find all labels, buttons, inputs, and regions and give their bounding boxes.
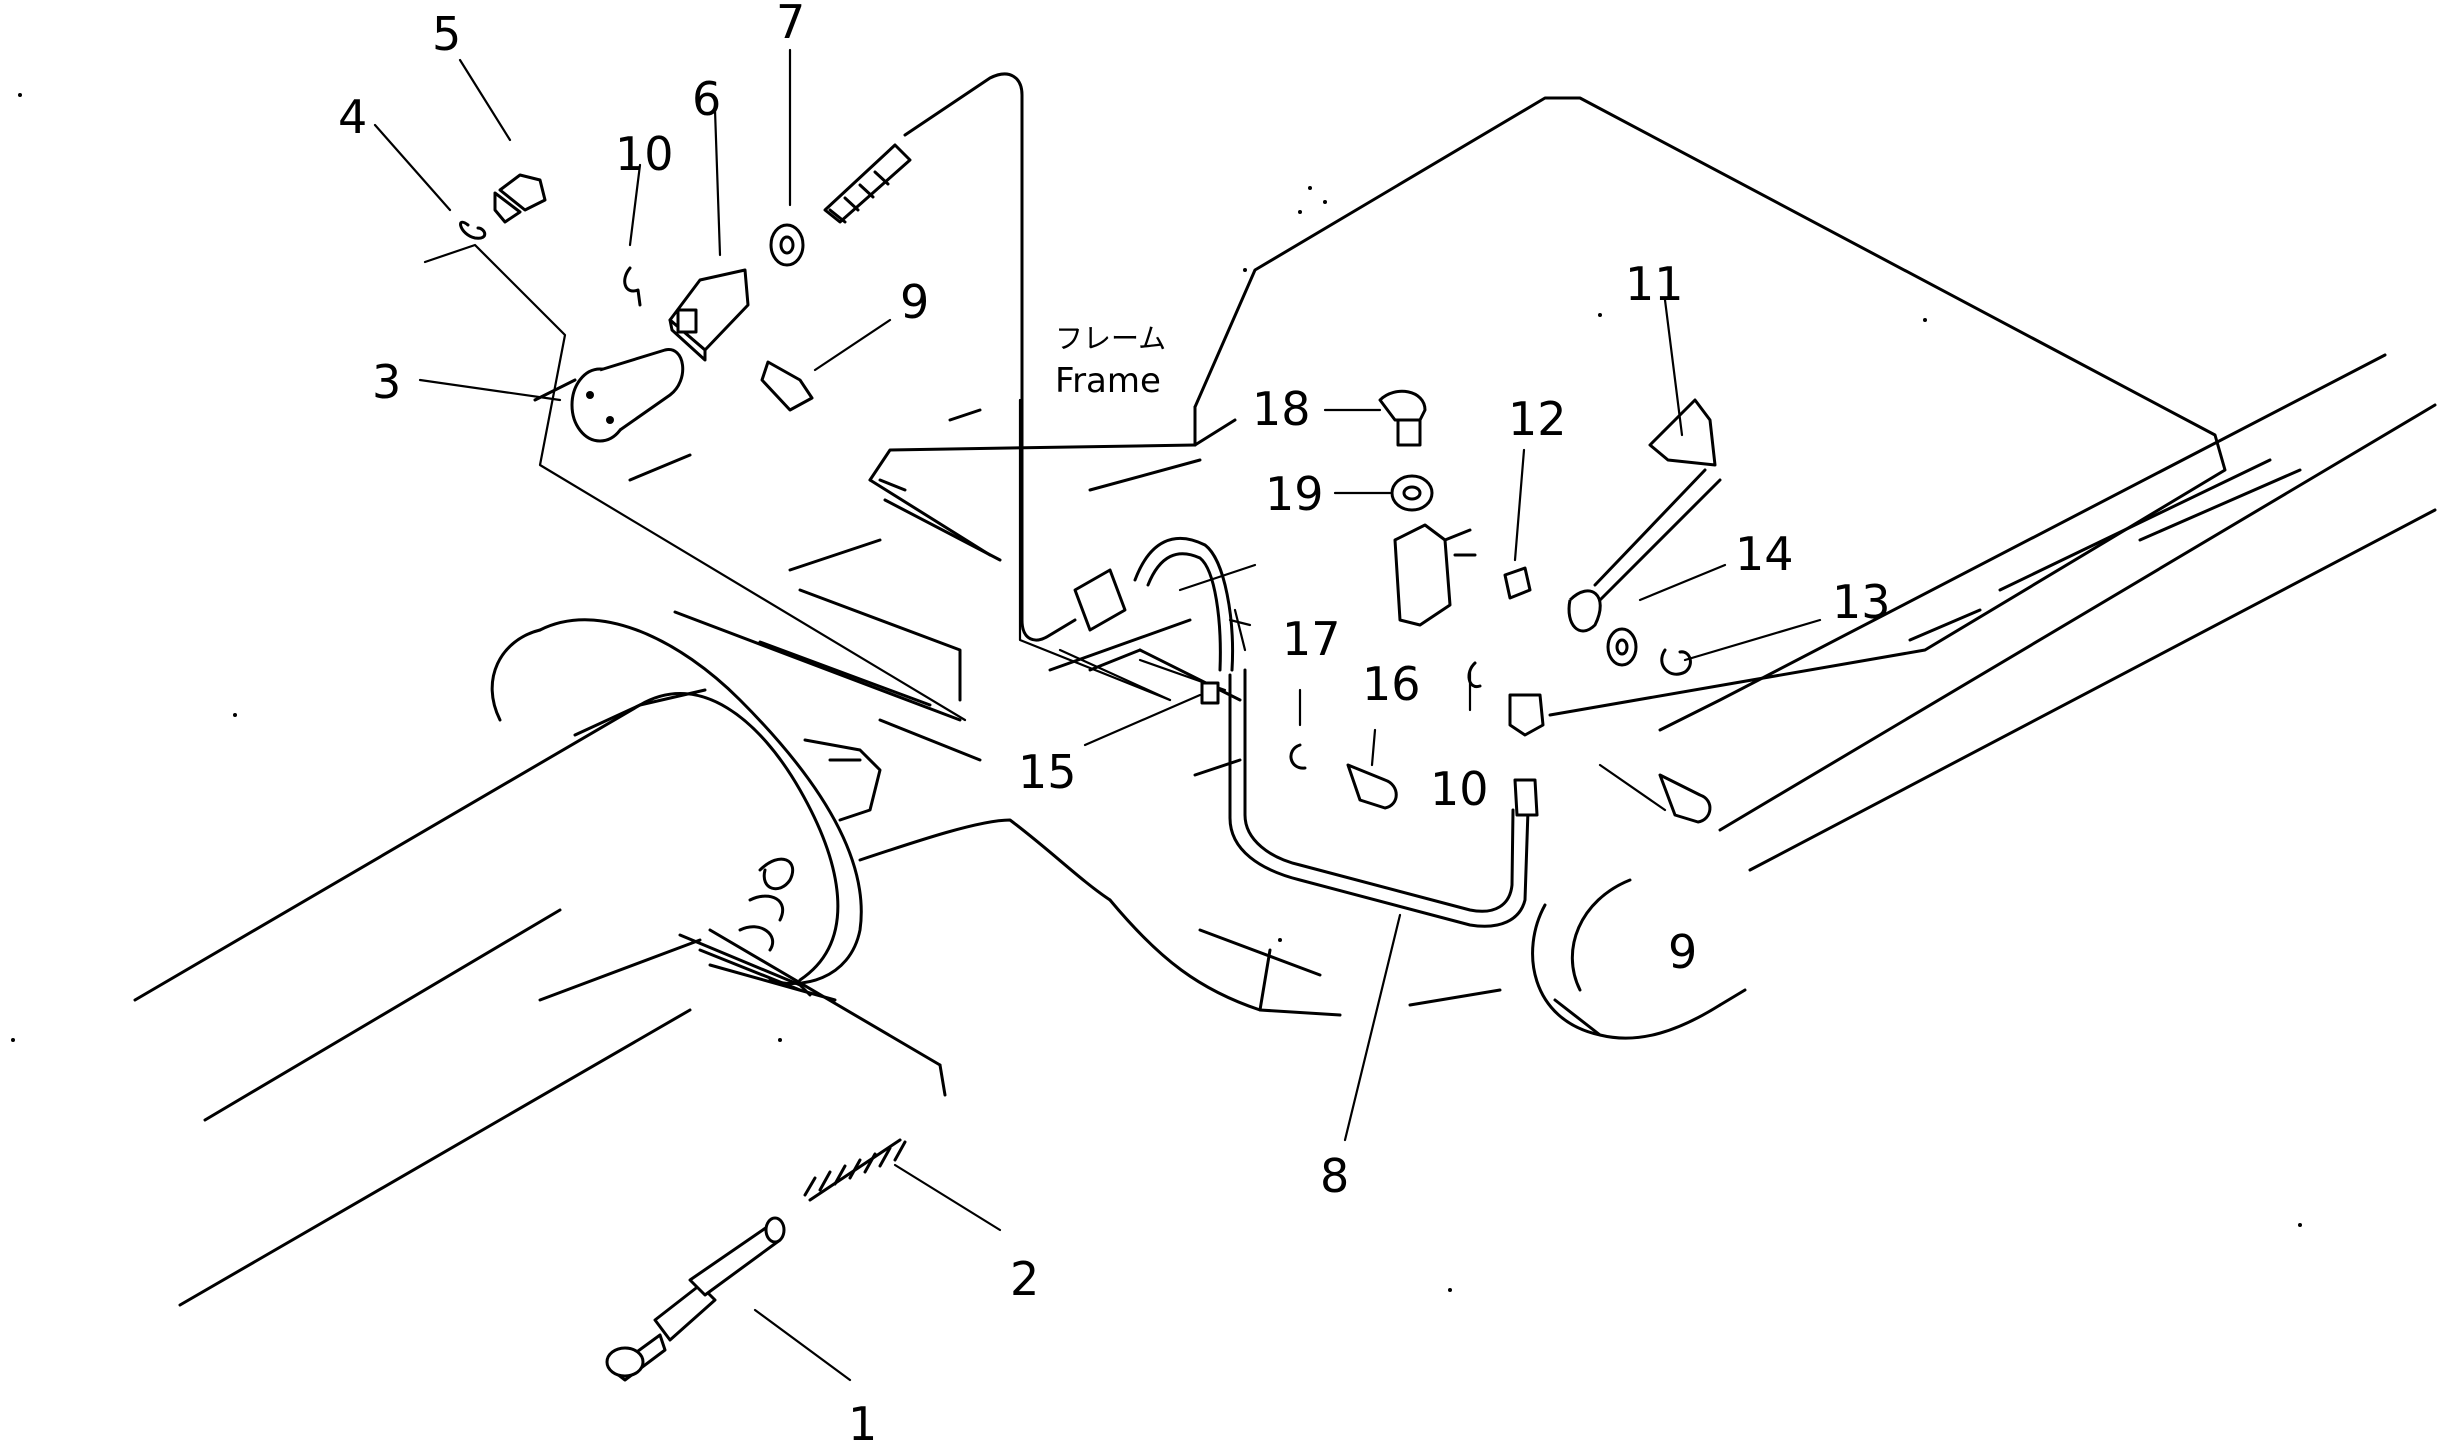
part-14-washer	[1606, 627, 1638, 667]
part-3-flange	[570, 348, 685, 443]
callout-6: 6	[692, 72, 721, 126]
brake-cable	[903, 72, 1530, 928]
callout-15: 15	[1018, 745, 1077, 799]
callout-5: 5	[432, 7, 461, 61]
callout-8: 8	[1320, 1149, 1349, 1203]
leader-lines	[373, 48, 1822, 1382]
callout-19: 19	[1265, 467, 1324, 521]
part-17-snap-ring	[1289, 743, 1307, 770]
part-9-pin-left	[760, 360, 814, 412]
callout-18: 18	[1252, 382, 1311, 436]
callout-3: 3	[372, 355, 401, 409]
part-19-washer	[1390, 474, 1434, 512]
part-4-snap-ring	[459, 220, 487, 240]
part-7-nut	[769, 223, 805, 267]
callout-9-right: 9	[1668, 925, 1697, 979]
callout-9-left: 9	[900, 275, 929, 329]
threaded-rod	[823, 143, 912, 224]
part-9-pin-right	[1658, 773, 1712, 824]
part-18-bolt	[1378, 389, 1427, 447]
callout-7: 7	[776, 0, 805, 49]
callout-13: 13	[1832, 575, 1891, 629]
callout-16: 16	[1362, 657, 1421, 711]
clevis-right	[1508, 693, 1545, 737]
part-5-bolt	[493, 173, 547, 224]
part-15-clip	[1200, 681, 1220, 705]
callout-12: 12	[1508, 392, 1567, 446]
part-2-spring	[803, 1138, 907, 1202]
part-1-pin	[605, 1216, 786, 1382]
part-10-cotter-pin-left	[623, 266, 642, 307]
callout-1: 1	[848, 1397, 877, 1444]
callout-17: 17	[1282, 612, 1341, 666]
callout-2: 2	[1010, 1252, 1039, 1306]
callout-14: 14	[1735, 527, 1794, 581]
part-16-bolt	[1346, 763, 1398, 810]
frame-body	[133, 96, 2437, 1307]
part-13-snap-ring	[1660, 648, 1692, 676]
callout-11: 11	[1625, 257, 1684, 311]
frame-label-english: Frame	[1055, 361, 1161, 401]
cable-end-left	[1073, 568, 1127, 632]
specks	[11, 93, 2302, 1292]
cable-end-right	[1513, 778, 1539, 817]
callout-4: 4	[338, 90, 367, 144]
frame-label-japanese: フレーム	[1055, 322, 1166, 355]
callout-10-right: 10	[1430, 762, 1489, 816]
callout-10-left: 10	[615, 127, 674, 181]
part-11-lever	[1567, 398, 1722, 633]
part-12-collar	[1503, 566, 1532, 600]
bracket	[1393, 523, 1477, 627]
part-6-clevis	[668, 268, 750, 362]
assembly-lines	[423, 243, 1257, 722]
